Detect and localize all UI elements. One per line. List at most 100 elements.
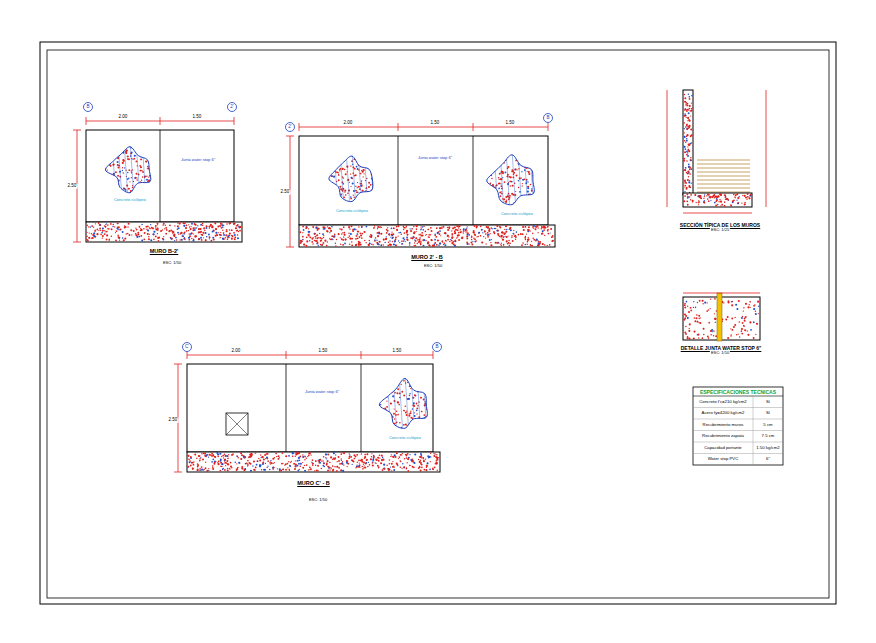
sheet-border [40,42,836,604]
aggregate-dot [362,171,364,173]
aggregate-dot [106,194,108,196]
aggregate-dot [356,235,358,237]
aggregate-dot [272,458,274,460]
aggregate-dot [106,141,107,142]
aggregate-dot [321,238,323,240]
aggregate-dot [444,232,446,234]
aggregate-dot [372,158,374,160]
aggregate-dot [231,238,233,240]
aggregate-dot [225,465,226,466]
aggregate-dot [323,173,324,174]
aggregate-dot [502,172,504,174]
aggregate-dot [312,243,313,244]
aggregate-dot [289,465,291,467]
aggregate-dot [502,239,504,241]
aggregate-dot [480,225,482,227]
aggregate-dot [149,194,151,196]
aggregate-dot [368,186,370,188]
aggregate-dot [337,164,339,166]
aggregate-dot [202,232,204,234]
aggregate-dot [133,230,135,232]
aggregate-dot [406,230,408,232]
aggregate-dot [302,241,303,242]
aggregate-dot [466,230,467,231]
aggregate-dot [325,172,326,173]
aggregate-dot [375,187,377,189]
aggregate-dot [108,239,110,241]
dimension-line [286,247,294,248]
aggregate-dot [482,232,483,233]
aggregate-dot [512,233,514,235]
aggregate-dot [537,193,539,195]
aggregate-dot [340,453,342,455]
aggregate-dot [151,156,153,158]
aggregate-dot [322,233,324,235]
aggregate-dot [389,240,391,242]
aggregate-dot [547,233,549,235]
aggregate-dot [168,230,170,232]
aggregate-dot [236,455,237,456]
aggregate-dot [229,233,231,235]
aggregate-dot [483,178,485,180]
aggregate-dot [370,151,372,153]
aggregate-dot [317,465,319,467]
stone-line [142,141,146,198]
aggregate-dot [406,238,408,240]
aggregate-dot [391,454,392,455]
aggregate-dot [518,234,520,236]
aggregate-dot [361,180,363,182]
aggregate-dot [141,224,143,226]
aggregate-dot [333,452,335,454]
aggregate-dot [340,469,342,471]
aggregate-dot [491,188,492,189]
aggregate-dot [107,162,108,163]
aggregate-dot [330,230,332,232]
aggregate-dot [445,240,446,241]
aggregate-dot [533,239,535,241]
aggregate-dot [174,240,175,241]
aggregate-dot [443,226,445,228]
aggregate-dot [204,227,205,228]
aggregate-dot [470,241,472,243]
aggregate-dot [366,226,368,228]
aggregate-dot [496,225,498,227]
aggregate-dot [98,222,100,224]
aggregate-dot [494,168,495,169]
aggregate-dot [508,176,510,178]
aggregate-dot [107,150,108,151]
aggregate-dot [502,172,504,174]
aggregate-dot [338,206,340,208]
aggregate-dot [358,231,359,232]
aggregate-dot [152,172,154,174]
aggregate-dot [368,182,370,184]
aggregate-dot [107,169,108,170]
aggregate-dot [99,224,100,225]
aggregate-dot [337,157,338,158]
aggregate-dot [454,240,456,242]
aggregate-dot [236,230,238,232]
aggregate-dot [485,155,486,156]
aggregate-dot [391,231,392,232]
aggregate-dot [302,226,304,228]
aggregate-dot [495,211,496,212]
aggregate-dot [111,154,113,156]
aggregate-dot [147,233,149,235]
aggregate-dot [314,470,315,471]
aggregate-dot [188,237,190,239]
aggregate-dot [368,164,370,166]
aggregate-dot [180,232,182,234]
aggregate-dot [233,224,234,225]
aggregate-dot [194,229,196,231]
aggregate-dot [487,227,489,229]
aggregate-dot [106,231,108,233]
aggregate-dot [402,463,403,464]
aggregate-dot [124,167,125,168]
aggregate-dot [140,192,142,194]
aggregate-dot [122,162,124,164]
aggregate-dot [436,454,438,456]
aggregate-dot [102,166,104,168]
aggregate-dot [386,232,388,234]
aggregate-dot [465,229,467,231]
aggregate-dot [488,234,490,236]
aggregate-dot [373,198,374,199]
